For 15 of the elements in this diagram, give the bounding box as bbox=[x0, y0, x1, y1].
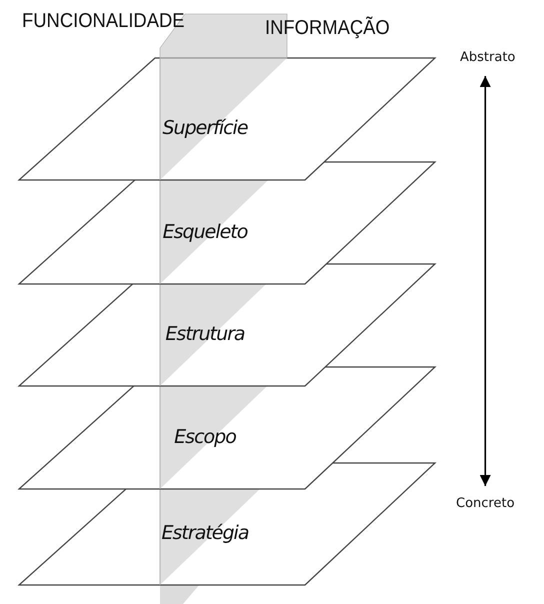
column-heading: INFORMAÇÃO bbox=[265, 18, 390, 38]
layer-plane bbox=[18, 462, 436, 586]
layer-plane bbox=[18, 263, 436, 387]
layer-plane bbox=[18, 161, 436, 285]
layer-plane bbox=[18, 57, 436, 181]
column-heading: FUNCIONALIDADE bbox=[22, 11, 185, 31]
layer-label: Estratégia bbox=[162, 524, 248, 543]
scale-label: Concreto bbox=[456, 486, 515, 512]
layer-label: Escopo bbox=[174, 428, 236, 447]
layer-label: Superfície bbox=[162, 119, 248, 138]
layer-plane bbox=[18, 366, 436, 490]
layer-label: Estrutura bbox=[165, 325, 245, 344]
layer-label: Esqueleto bbox=[162, 223, 248, 242]
arrow bbox=[480, 76, 491, 486]
scale-label: Abstrato bbox=[460, 50, 516, 76]
